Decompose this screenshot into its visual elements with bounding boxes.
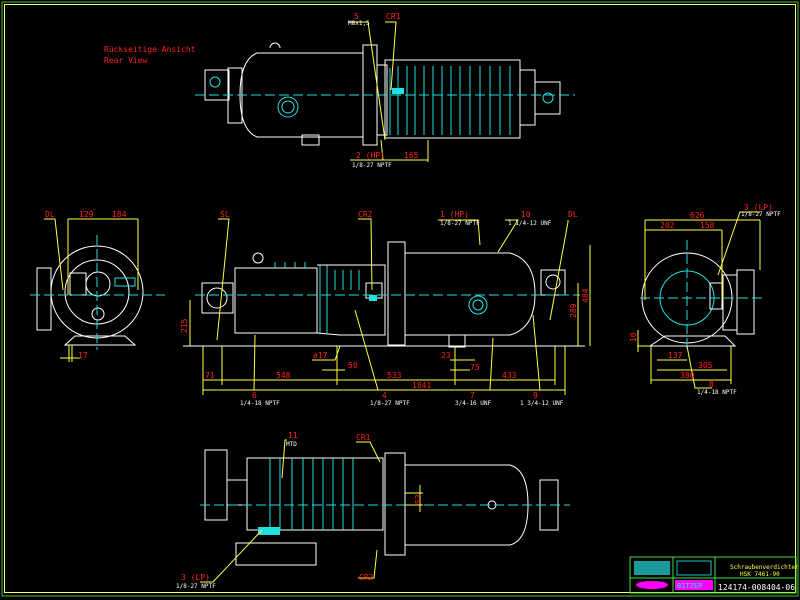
top-label-5: 5 [354, 12, 359, 21]
front-label-1: 1 (HP) [440, 210, 469, 219]
left-end-view [30, 218, 165, 362]
front-view [183, 218, 591, 395]
front-label-dl: DL [568, 210, 578, 219]
right-dim-10: 10 [629, 332, 638, 342]
top-label-5-sub: M8x1,5 [348, 20, 370, 27]
bottom-label-11: 11 [288, 431, 298, 440]
left-label-dl: DL [45, 210, 55, 219]
right-label-8-sub: 1/4-18 NPTF [697, 389, 737, 396]
note-rear-view-en: Rear View [104, 56, 148, 65]
top-label-2: 2 (HP) [356, 151, 385, 160]
front-label-6: 6 [252, 391, 257, 400]
front-dim-dia17: ø17 [313, 351, 328, 360]
front-dim-50: 50 [348, 361, 358, 370]
right-label-3: 3 (LP) [744, 203, 773, 212]
front-label-4-sub: 1/8-27 NPTF [370, 400, 410, 407]
right-dim-202: 202 [660, 221, 675, 230]
drawing-number: 124174-008404-06 [718, 583, 795, 592]
logo-icon [636, 581, 668, 589]
front-dim-75: 75 [470, 363, 480, 372]
right-dim-626: 626 [690, 211, 705, 220]
front-label-7-sub: 3/4-16 UNF [455, 400, 492, 407]
front-label-4: 4 [382, 391, 387, 400]
bottom-label-cr1: CR1 [356, 433, 371, 442]
title-description: Schraubenverdichter [730, 564, 799, 571]
left-dim-184: 184 [112, 210, 127, 219]
right-dim-137: 137 [668, 351, 683, 360]
right-dim-158: 158 [700, 221, 715, 230]
right-dim-305: 305 [698, 361, 713, 370]
logo-text: BITZER [677, 582, 703, 590]
top-dim-165: 165 [404, 151, 419, 160]
bottom-label-3-sub: 1/8-27 NPTF [176, 583, 216, 590]
front-dim-215: 215 [180, 318, 189, 333]
right-dim-380: 380 [680, 371, 695, 380]
front-label-1-sub: 1/8-27 NPTF [440, 220, 480, 227]
bottom-view [200, 439, 570, 583]
front-label-10-sub: 1 1/4-12 UNF [508, 220, 552, 227]
left-dim-129: 129 [79, 210, 94, 219]
front-dim-484: 484 [581, 288, 590, 303]
front-dim-23: 23 [441, 351, 451, 360]
front-dim-1841: 1841 [412, 381, 431, 390]
front-dim-289: 289 [569, 303, 578, 318]
title-block: BITZER [629, 556, 797, 594]
top-view [195, 21, 575, 162]
front-label-9-sub: 1 3/4-12 UNF [520, 400, 564, 407]
title-model: HSK 7461-90 [740, 571, 780, 578]
front-dim-533: 533 [387, 371, 402, 380]
bottom-dim-53: 53 [414, 494, 423, 504]
top-label-cr1: CR1 [386, 12, 401, 21]
front-label-10: 10 [521, 210, 531, 219]
bottom-label-11-sub: MTD [286, 441, 297, 448]
front-dim-433: 433 [502, 371, 517, 380]
front-label-7: 7 [470, 391, 475, 400]
front-label-cr2: CR2 [358, 210, 373, 219]
top-label-2-sub: 1/8-27 NPTF [352, 162, 392, 169]
left-dim-17: 17 [78, 351, 88, 360]
right-label-3-sub: 1/8-27 NPTF [741, 211, 781, 218]
note-rear-view-de: Rückseitige Ansicht [104, 45, 196, 54]
front-label-9: 9 [533, 391, 538, 400]
bottom-label-3: 3 (LP) [181, 573, 210, 582]
right-end-view [637, 211, 765, 389]
front-label-6-sub: 1/4-18 NPTF [240, 400, 280, 407]
front-label-sl: SL [220, 210, 230, 219]
front-dim-71: 71 [205, 371, 215, 380]
right-label-8: 8 [709, 380, 714, 389]
bottom-label-cr2: CR2 [359, 573, 374, 582]
front-dim-548: 548 [276, 371, 291, 380]
frame-inner [4, 4, 796, 593]
